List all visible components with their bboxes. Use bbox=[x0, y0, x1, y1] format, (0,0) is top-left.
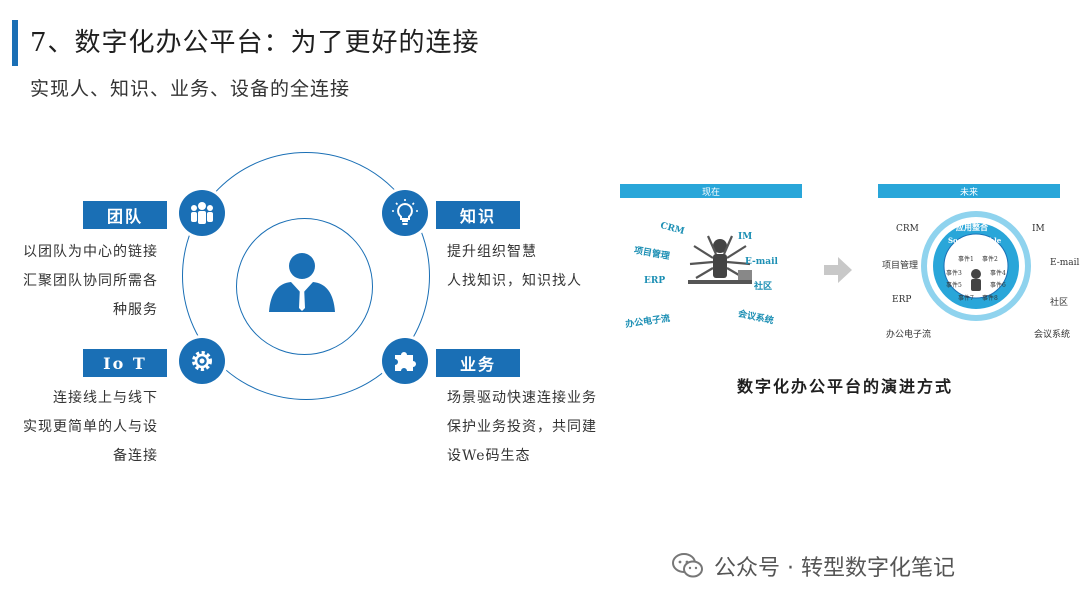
iot-desc-line: 实现更简单的人与设 bbox=[23, 419, 158, 435]
future-office-flow-label: 办公电子流 bbox=[886, 330, 932, 340]
puzzle-icon bbox=[395, 352, 416, 371]
future-header: 未来 bbox=[878, 184, 1060, 198]
iot-desc-line: 备连接 bbox=[113, 448, 158, 464]
knowledge-tag: 知识 bbox=[436, 201, 520, 229]
watermark: 公众号 · 转型数字化笔记 bbox=[672, 550, 955, 582]
arrow-right-icon bbox=[824, 257, 852, 283]
team-desc-line: 汇聚团队协同所需各 bbox=[23, 273, 158, 289]
watermark-text: 公众号 · 转型数字化笔记 bbox=[714, 556, 955, 581]
gear-icon bbox=[192, 351, 212, 371]
lightbulb-icon bbox=[392, 199, 418, 225]
future-event-label: 事件1 bbox=[958, 256, 974, 263]
evolution-caption: 数字化办公平台的演进方式 bbox=[737, 377, 954, 396]
team-description: 以团队为中心的链接 汇聚团队协同所需各 种服务 bbox=[6, 238, 158, 325]
inner-ring-circle bbox=[236, 218, 373, 355]
knowledge-desc-line: 提升组织智慧 bbox=[447, 244, 537, 260]
page-title: 7、数字化办公平台：为了更好的连接 bbox=[30, 28, 480, 58]
team-desc-line: 种服务 bbox=[113, 302, 158, 318]
now-erp-label: ERP bbox=[644, 276, 666, 286]
future-crm-label: CRM bbox=[896, 224, 919, 234]
business-desc-line: 场景驱动快速连接业务 bbox=[447, 390, 597, 406]
now-im-label: IM bbox=[738, 232, 753, 242]
future-event-label: 事件6 bbox=[990, 282, 1006, 289]
now-crm-label: CRM bbox=[659, 220, 686, 238]
business-desc-line: 保护业务投资，共同建 bbox=[447, 419, 597, 435]
outer-orbit-circle bbox=[182, 152, 430, 400]
knowledge-node bbox=[382, 190, 428, 236]
now-header: 现在 bbox=[620, 184, 802, 198]
iot-desc-line: 连接线上与线下 bbox=[53, 390, 158, 406]
iot-node bbox=[179, 338, 225, 384]
now-project-label: 项目管理 bbox=[633, 245, 671, 263]
page-subtitle: 实现人、知识、业务、设备的全连接 bbox=[30, 78, 351, 100]
person-icon bbox=[269, 253, 335, 312]
future-event-label: 事件5 bbox=[946, 282, 962, 289]
title-accent-bar bbox=[12, 20, 18, 66]
multitasking-person-icon bbox=[688, 235, 752, 284]
iot-description: 连接线上与线下 实现更简单的人与设 备连接 bbox=[6, 384, 158, 471]
team-tag: 团队 bbox=[83, 201, 167, 229]
knowledge-desc-line: 人找知识，知识找人 bbox=[447, 273, 582, 289]
now-email-label: E-mail bbox=[745, 257, 778, 267]
team-node bbox=[179, 190, 225, 236]
wechat-icon bbox=[672, 553, 703, 578]
future-im-label: IM bbox=[1032, 224, 1045, 234]
business-desc-line: 设We码生态 bbox=[447, 448, 531, 464]
future-erp-label: ERP bbox=[892, 295, 912, 305]
future-event-label: 事件4 bbox=[990, 270, 1006, 277]
future-project-label: 项目管理 bbox=[882, 261, 919, 271]
now-community-label: 社区 bbox=[754, 282, 773, 292]
team-icon bbox=[191, 202, 213, 224]
future-event-label: 事件7 bbox=[958, 295, 974, 302]
business-node bbox=[382, 338, 428, 384]
future-event-label: 事件2 bbox=[982, 256, 998, 263]
evolution-diagram: 现在 CRM 项目管理 IM E-mail ERP 社区 办公电子流 会议系统 … bbox=[620, 180, 1080, 358]
future-meeting-label: 会议系统 bbox=[1034, 330, 1071, 340]
future-app-hub-label: 应用整合 bbox=[956, 222, 988, 232]
now-office-flow-label: 办公电子流 bbox=[624, 313, 671, 331]
iot-tag: Io T bbox=[83, 349, 167, 377]
future-community-label: 社区 bbox=[1050, 298, 1069, 308]
business-tag: 业务 bbox=[436, 349, 520, 377]
future-social-label: Social Enable bbox=[948, 236, 1002, 245]
future-event-label: 事件3 bbox=[946, 270, 962, 277]
knowledge-description: 提升组织智慧 人找知识，知识找人 bbox=[447, 238, 582, 296]
team-desc-line: 以团队为中心的链接 bbox=[23, 244, 158, 260]
future-email-label: E-mail bbox=[1050, 258, 1080, 268]
business-description: 场景驱动快速连接业务 保护业务投资，共同建 设We码生态 bbox=[447, 384, 597, 471]
future-integration-rings bbox=[921, 211, 1031, 321]
future-event-label: 事件8 bbox=[982, 295, 998, 302]
now-meeting-label: 会议系统 bbox=[737, 309, 775, 327]
